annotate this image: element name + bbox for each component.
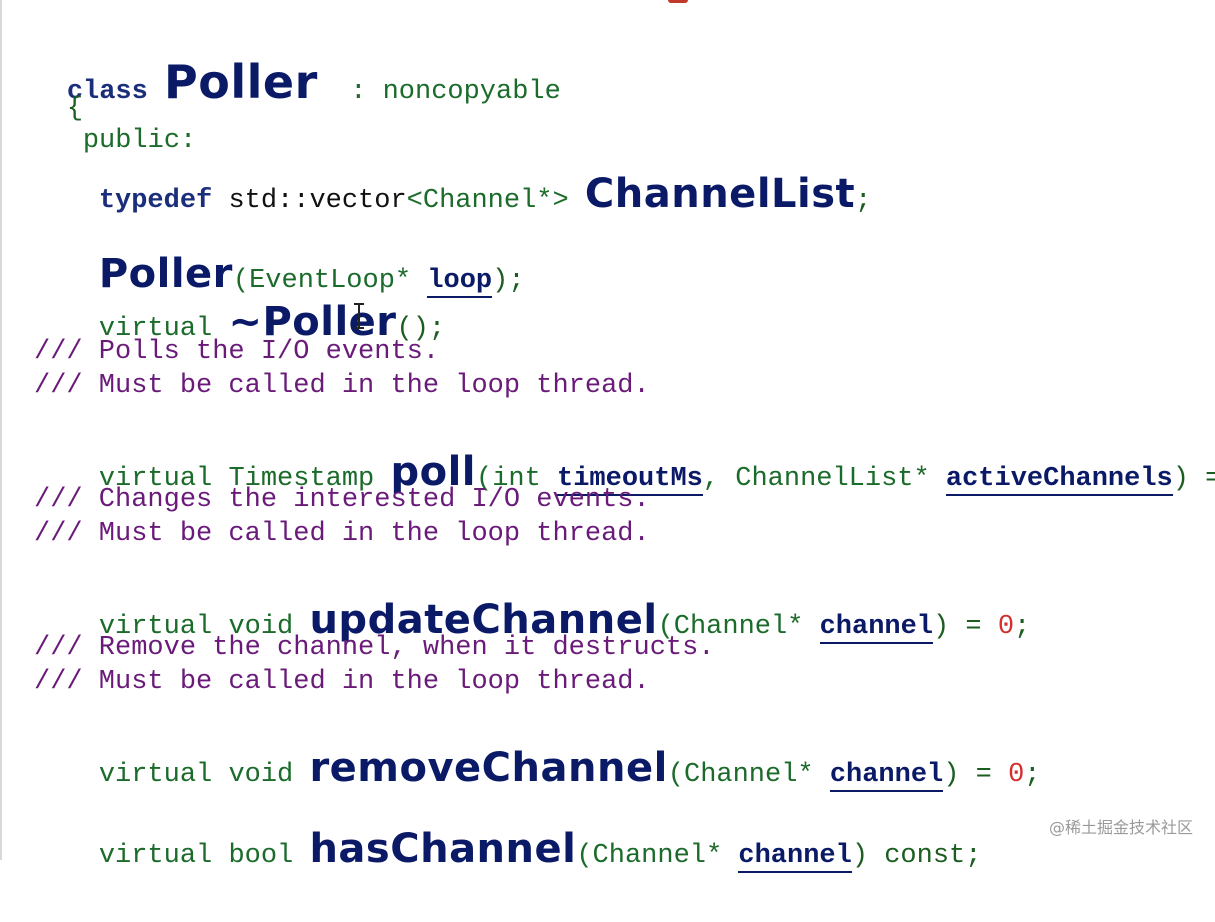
class-name: Poller [164, 55, 318, 109]
update-channel-name: updateChannel [309, 597, 658, 643]
pure-zero: 0 [1008, 760, 1025, 790]
constructor-name: Poller [98, 251, 233, 297]
constructor-close: ); [492, 266, 525, 296]
scroll-marker [668, 0, 688, 3]
virtual-keyword: virtual [98, 612, 213, 642]
has-channel-line: virtual bool hasChannel(Channel* channel… [34, 783, 981, 922]
channel-param: channel [819, 612, 934, 644]
poll-open: (int [476, 464, 558, 494]
pure-tail-open: ) = [1172, 464, 1215, 494]
constructor-param-type: EventLoop* [249, 266, 428, 296]
constructor-line: Poller(EventLoop* loop); [34, 208, 525, 347]
virtual-keyword: virtual [98, 464, 213, 494]
semicolon: ; [1024, 760, 1041, 790]
remove-channel-name: removeChannel [309, 745, 668, 791]
channel-open: (Channel* [576, 841, 739, 871]
class-declaration-line: class Poller : noncopyable [2, 10, 561, 164]
typedef-keyword: typedef [98, 186, 213, 216]
poll-param-active-channels: activeChannels [945, 464, 1173, 496]
watermark: @稀土掘金技术社区 [1048, 818, 1193, 837]
pure-tail-open: ) = [933, 612, 998, 642]
update-comment-1: /// Changes the interested I/O events. [34, 485, 650, 515]
remove-channel-line: virtual void removeChannel(Channel* chan… [34, 702, 1040, 841]
typedef-name: ChannelList [584, 171, 856, 217]
class-keyword: class [66, 77, 148, 107]
poll-comment-1: /// Polls the I/O events. [34, 337, 440, 367]
remove-comment-1: /// Remove the channel, when it destruct… [34, 633, 715, 663]
update-channel-line: virtual void updateChannel(Channel* chan… [34, 554, 1030, 693]
destructor-name: ~Poller [228, 299, 397, 345]
poll-mid: , ChannelList* [702, 464, 946, 494]
channel-open: (Channel* [667, 760, 830, 790]
access-specifier-line: public: [18, 90, 196, 192]
channel-param: channel [829, 760, 944, 792]
poll-param-timeout: timeoutMs [557, 464, 703, 496]
void-keyword: void [228, 760, 294, 790]
text-cursor-icon [354, 303, 364, 329]
virtual-keyword: virtual [98, 314, 213, 344]
constructor-param: loop [427, 266, 493, 298]
open-brace-line: { [2, 58, 83, 160]
has-channel-name: hasChannel [309, 826, 577, 872]
inheritance: : noncopyable [350, 77, 561, 107]
semicolon: ; [1014, 612, 1031, 642]
pure-zero: 0 [997, 612, 1015, 642]
typedef-type: std::vector [228, 186, 407, 216]
typedef-line: typedef std::vector<Channel*> ChannelLis… [34, 128, 872, 267]
destructor-parens: (); [396, 314, 446, 344]
channel-open: (Channel* [657, 612, 820, 642]
channel-param: channel [738, 841, 852, 873]
open-brace: { [66, 94, 84, 124]
typedef-template: <Channel*> [406, 186, 569, 216]
constructor-open: ( [232, 266, 250, 296]
virtual-keyword: virtual [98, 760, 213, 790]
pure-tail-open: ) = [943, 760, 1009, 790]
poll-return-type: Timestamp [228, 464, 375, 494]
typedef-semicolon: ; [855, 186, 872, 216]
virtual-keyword: virtual [98, 841, 213, 871]
bool-keyword: bool [228, 841, 294, 871]
editor-left-rule [0, 0, 2, 860]
has-channel-tail: ) const; [851, 841, 982, 871]
remove-comment-2: /// Must be called in the loop thread. [34, 667, 650, 697]
poll-declaration-line: virtual Timestamp poll(int timeoutMs, Ch… [34, 406, 1215, 545]
update-comment-2: /// Must be called in the loop thread. [34, 519, 650, 549]
void-keyword: void [228, 612, 294, 642]
destructor-line: virtual ~Poller(); [34, 256, 445, 395]
code-editor[interactable]: class Poller : noncopyable { public: typ… [0, 0, 1215, 873]
poll-comment-2: /// Must be called in the loop thread. [34, 371, 650, 401]
access-specifier: public: [82, 126, 197, 156]
poll-name: poll [390, 449, 477, 495]
